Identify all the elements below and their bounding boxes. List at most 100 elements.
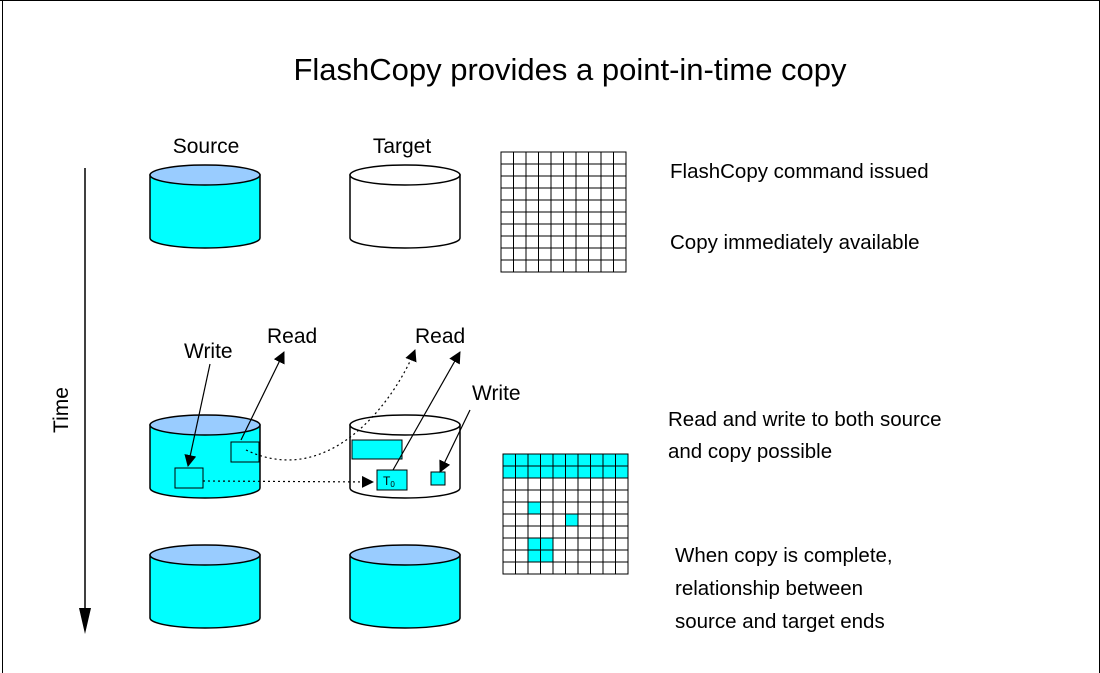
bitmap-cell bbox=[590, 489, 604, 503]
bitmap-cell bbox=[550, 259, 564, 273]
bitmap-cell bbox=[577, 537, 591, 551]
bitmap-cell bbox=[613, 163, 627, 177]
bitmap-cell bbox=[575, 247, 589, 261]
bitmap-cell bbox=[500, 175, 514, 189]
bitmap-cell bbox=[563, 151, 577, 165]
bitmap-cell bbox=[602, 537, 616, 551]
bitmap-cell bbox=[500, 163, 514, 177]
bitmap-cell bbox=[513, 259, 527, 273]
bitmap-cell bbox=[600, 211, 614, 225]
bitmap-cell bbox=[538, 151, 552, 165]
bitmap-cell bbox=[550, 163, 564, 177]
bitmap-cell bbox=[575, 187, 589, 201]
bitmap-cell bbox=[550, 187, 564, 201]
bitmap-cell bbox=[525, 151, 539, 165]
bitmap-cell bbox=[525, 199, 539, 213]
write-target-label: Write bbox=[472, 382, 521, 405]
bitmap-cell bbox=[588, 247, 602, 261]
bitmap-cell bbox=[575, 235, 589, 249]
target-block-t0 bbox=[376, 469, 408, 491]
bitmap-cell bbox=[602, 465, 616, 479]
bitmap-cell bbox=[550, 199, 564, 213]
bitmap-cell bbox=[527, 561, 541, 575]
write-target-arrow bbox=[439, 409, 471, 473]
read-source-label: Read bbox=[267, 325, 317, 348]
bitmap-cell bbox=[602, 561, 616, 575]
bitmap-cell bbox=[613, 151, 627, 165]
read-target-label: Read bbox=[415, 325, 465, 348]
bitmap-cell bbox=[563, 175, 577, 189]
bitmap-cell bbox=[550, 235, 564, 249]
source-block-write bbox=[174, 467, 204, 489]
bitmap-cell bbox=[527, 549, 541, 563]
bitmap-cell bbox=[540, 537, 554, 551]
bitmap-cell bbox=[577, 453, 591, 467]
bitmap-cell bbox=[502, 513, 516, 527]
bitmap-cell bbox=[538, 235, 552, 249]
step-2-text: Copy immediately available bbox=[670, 231, 920, 254]
bitmap-cell bbox=[527, 537, 541, 551]
bitmap-cell bbox=[502, 537, 516, 551]
bitmap-cell bbox=[527, 501, 541, 515]
bitmap-cell bbox=[588, 151, 602, 165]
bitmap-cell bbox=[590, 549, 604, 563]
bitmap-cell bbox=[563, 259, 577, 273]
bitmap-cell bbox=[513, 247, 527, 261]
bitmap-cell bbox=[552, 537, 566, 551]
bitmap-cell bbox=[602, 453, 616, 467]
copy-on-write-dotted-arrow bbox=[202, 475, 374, 488]
bitmap-cell bbox=[527, 489, 541, 503]
bitmap-cell bbox=[615, 561, 629, 575]
bitmap-cell bbox=[588, 187, 602, 201]
bitmap-cell bbox=[613, 235, 627, 249]
target-disk-state1 bbox=[349, 164, 461, 249]
bitmap-cell bbox=[600, 259, 614, 273]
bitmap-cell bbox=[500, 151, 514, 165]
step-4-text-line2: relationship between bbox=[675, 577, 863, 600]
bitmap-cell bbox=[525, 223, 539, 237]
redirected-read-dotted-arrow bbox=[245, 349, 417, 461]
bitmap-cell bbox=[550, 175, 564, 189]
bitmap-cell bbox=[527, 513, 541, 527]
bitmap-cell bbox=[577, 501, 591, 515]
bitmap-cell bbox=[563, 235, 577, 249]
bitmap-cell bbox=[515, 465, 529, 479]
bitmap-cell bbox=[552, 465, 566, 479]
bitmap-cell bbox=[552, 453, 566, 467]
bitmap-cell bbox=[590, 501, 604, 515]
bitmap-cell bbox=[615, 465, 629, 479]
bitmap-cell bbox=[563, 199, 577, 213]
page-title: FlashCopy provides a point-in-time copy bbox=[293, 52, 847, 87]
bitmap-cell bbox=[590, 453, 604, 467]
bitmap-cell bbox=[590, 477, 604, 491]
bitmap-cell bbox=[565, 489, 579, 503]
bitmap-cell bbox=[575, 175, 589, 189]
bitmap-cell bbox=[500, 211, 514, 225]
time-axis-label: Time bbox=[50, 387, 73, 433]
source-disk-state1 bbox=[149, 164, 261, 249]
bitmap-cell bbox=[502, 549, 516, 563]
bitmap-cell bbox=[525, 259, 539, 273]
bitmap-cell bbox=[602, 525, 616, 539]
step-4-text-line1: When copy is complete, bbox=[675, 544, 893, 567]
bitmap-cell bbox=[613, 187, 627, 201]
bitmap-cell bbox=[527, 453, 541, 467]
bitmap-cell bbox=[550, 211, 564, 225]
bitmap-cell bbox=[500, 223, 514, 237]
write-source-arrow bbox=[184, 363, 211, 467]
bitmap-cell bbox=[602, 501, 616, 515]
bitmap-cell bbox=[550, 223, 564, 237]
bitmap-cell bbox=[513, 163, 527, 177]
bitmap-cell bbox=[552, 477, 566, 491]
write-source-label: Write bbox=[184, 340, 233, 363]
bitmap-cell bbox=[513, 187, 527, 201]
bitmap-cell bbox=[540, 561, 554, 575]
bitmap-cell bbox=[600, 223, 614, 237]
bitmap-cell bbox=[513, 211, 527, 225]
bitmap-cell bbox=[565, 501, 579, 515]
bitmap-cell bbox=[527, 465, 541, 479]
bitmap-cell bbox=[577, 525, 591, 539]
bitmap-cell bbox=[502, 525, 516, 539]
bitmap-cell bbox=[552, 561, 566, 575]
bitmap-cell bbox=[588, 235, 602, 249]
